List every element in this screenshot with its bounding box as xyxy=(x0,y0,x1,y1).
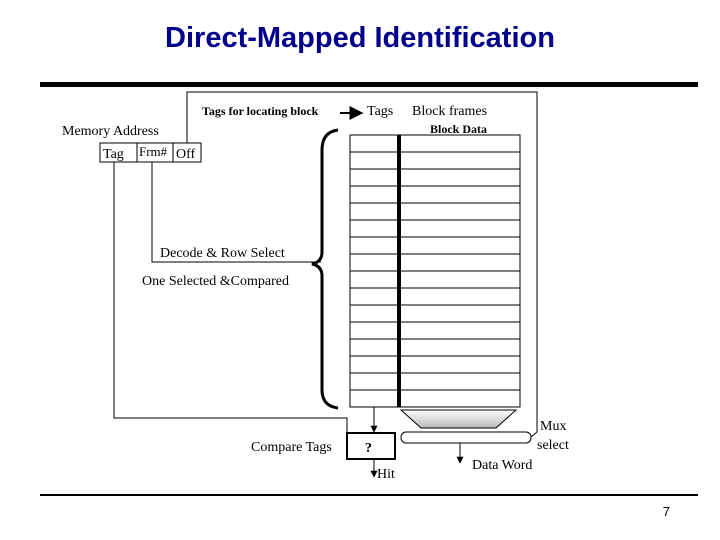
page-number: 7 xyxy=(662,504,670,519)
mux-select-label: select xyxy=(537,438,569,453)
address-register xyxy=(99,142,202,163)
memory-address-label: Memory Address xyxy=(62,124,159,139)
cache-array xyxy=(349,134,521,408)
comparator-box xyxy=(346,432,396,460)
frame-wire xyxy=(151,162,321,263)
decode-label: Decode & Row Select xyxy=(160,246,285,261)
tags-header: Tags xyxy=(367,104,393,119)
one-selected-label: One Selected &Compared xyxy=(142,274,289,289)
compare-tags-label: Compare Tags xyxy=(251,440,332,455)
row-select-brace xyxy=(311,128,339,410)
tags-for-locating-label: Tags for locating block xyxy=(202,104,319,118)
address-field-frame: Frm# xyxy=(139,144,168,159)
hit-label: Hit xyxy=(377,467,395,482)
block-data-header: Block Data xyxy=(430,122,487,136)
comparator-question: ? xyxy=(365,441,372,456)
mux-label: Mux xyxy=(540,419,566,434)
top-rule xyxy=(40,82,698,87)
mux-output-bar xyxy=(400,431,532,444)
mux-select-wire xyxy=(530,431,538,438)
data-word-label: Data Word xyxy=(472,458,532,473)
mux-funnel xyxy=(399,409,518,429)
bottom-rule xyxy=(40,494,698,496)
block-frames-header: Block frames xyxy=(412,104,487,119)
address-field-tag: Tag xyxy=(103,147,124,162)
slide-title: Direct-Mapped Identification xyxy=(165,22,555,54)
address-field-offset: Off xyxy=(176,147,196,162)
tag-wire xyxy=(113,162,348,440)
offset-wire xyxy=(186,91,538,432)
